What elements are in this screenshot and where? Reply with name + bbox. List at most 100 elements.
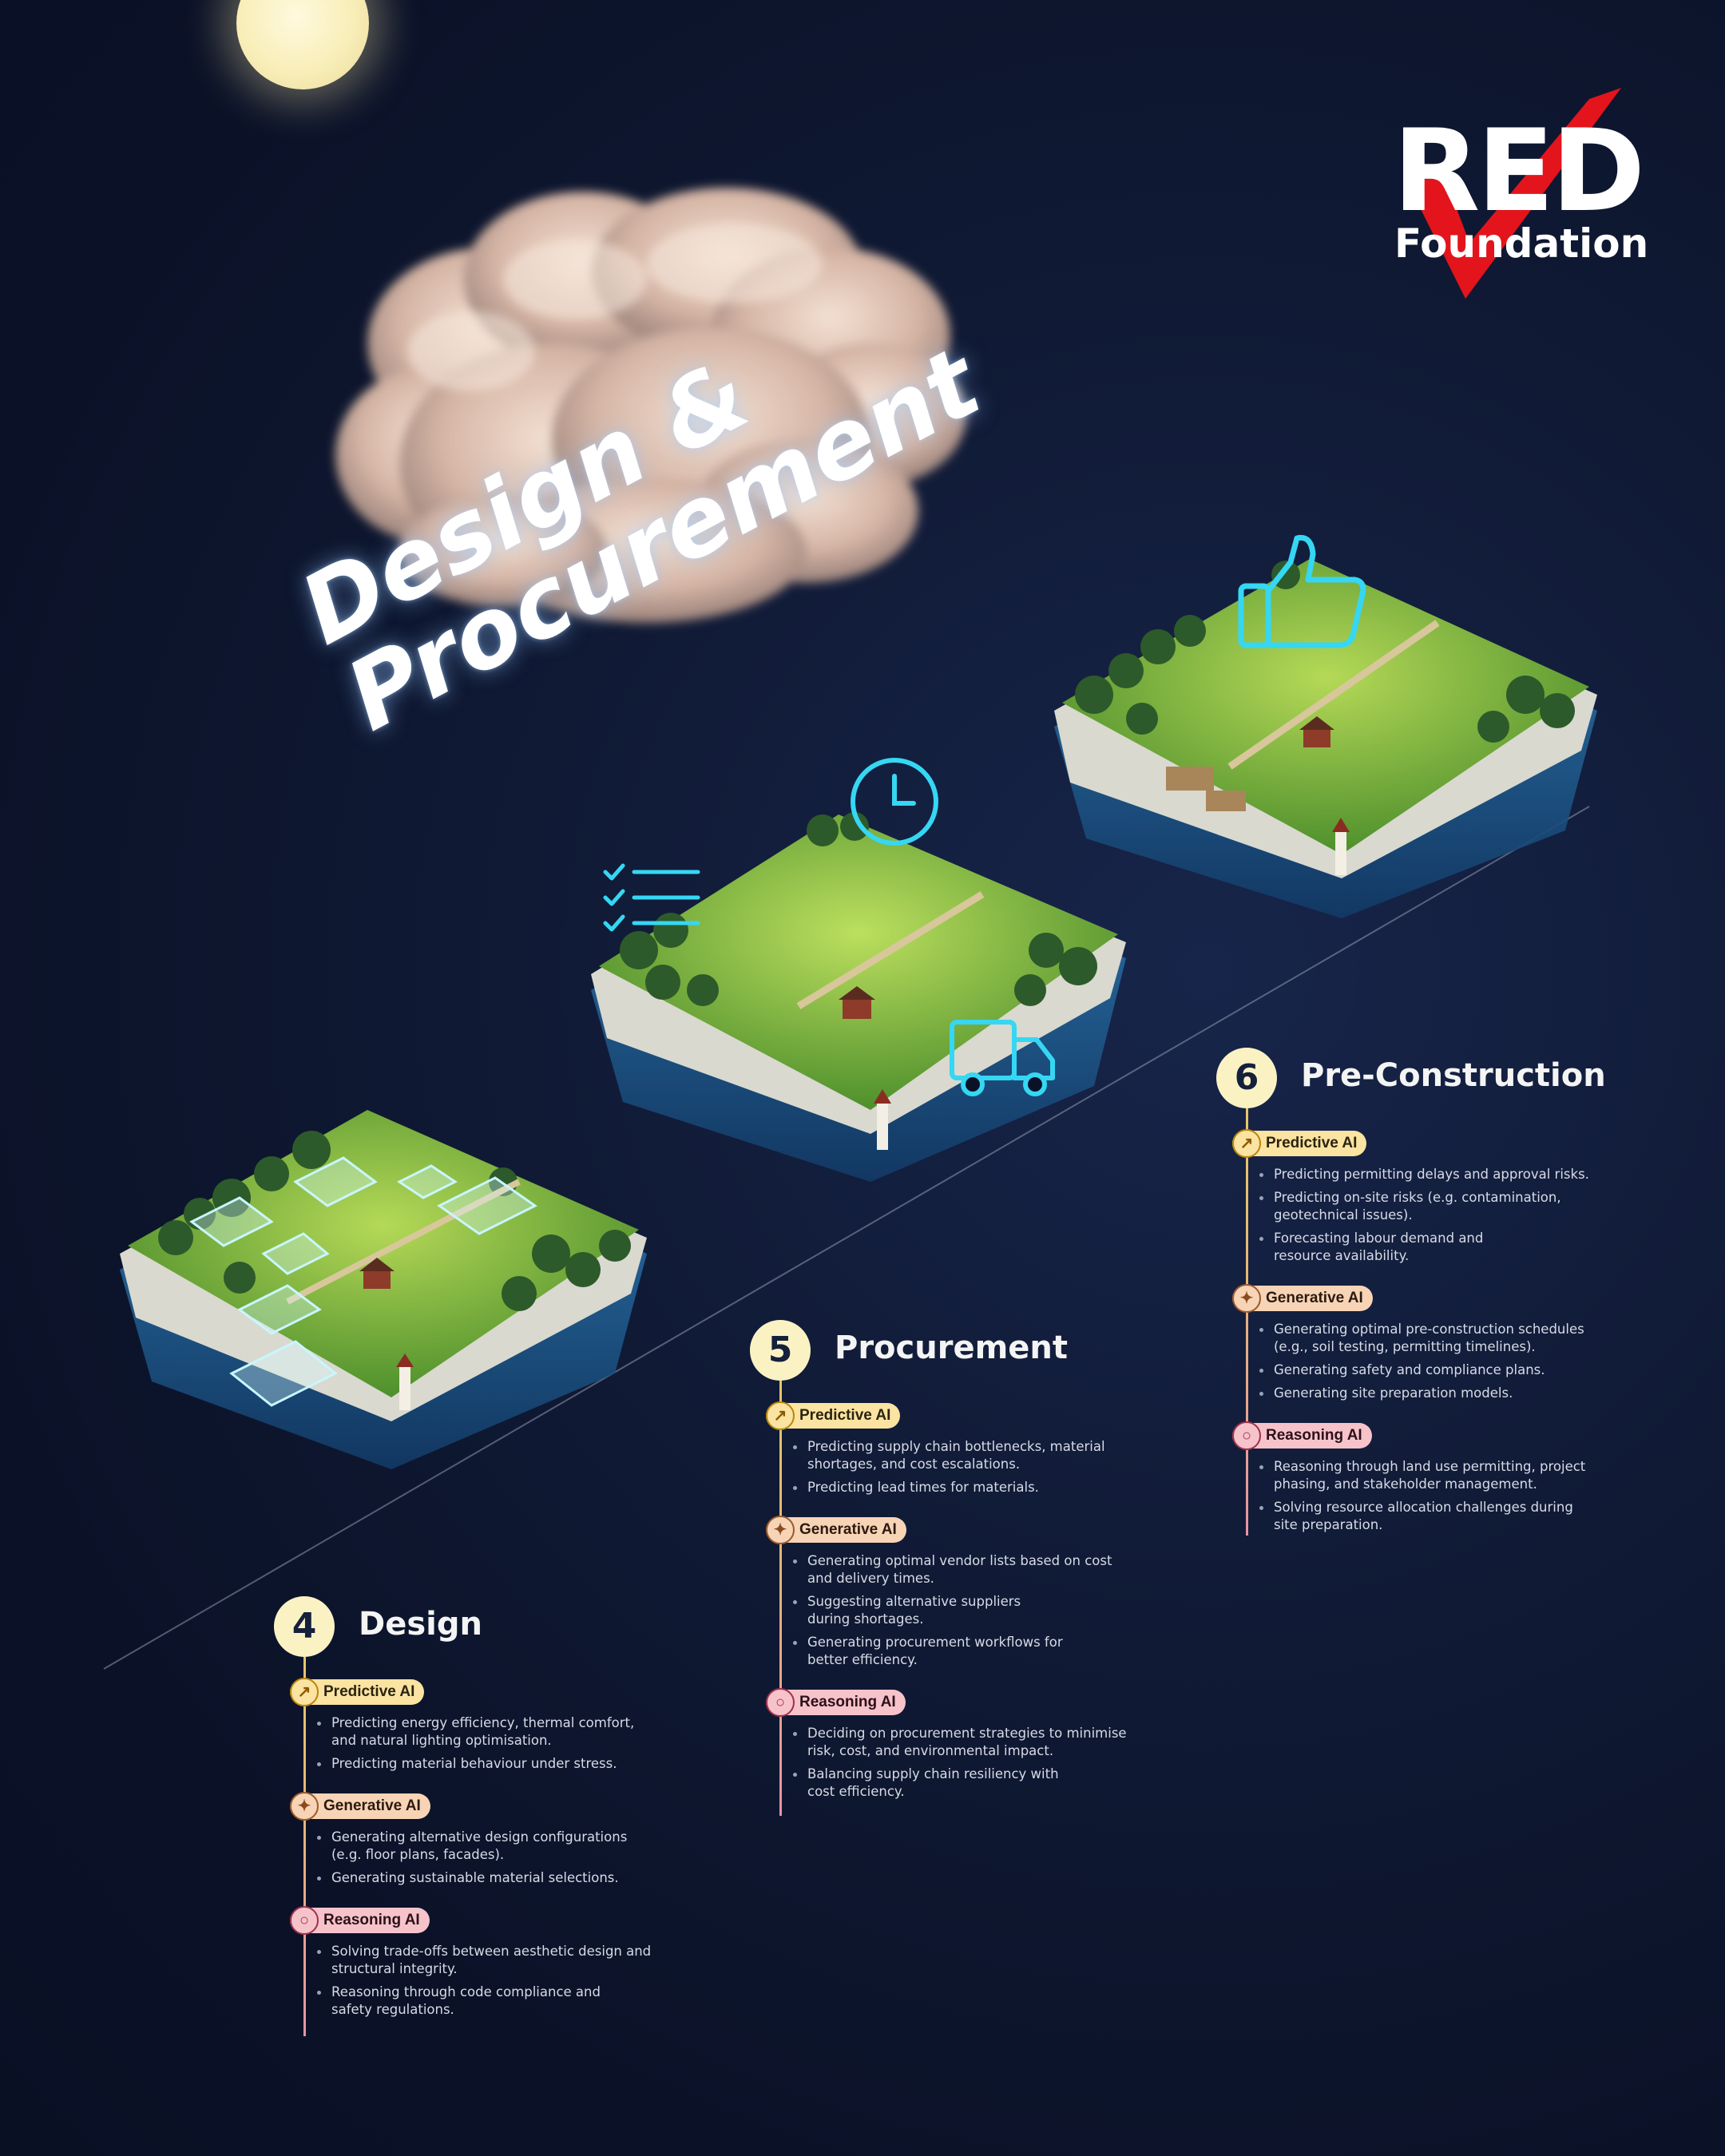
generative-ai-badge: ✦ Generative AI bbox=[1232, 1284, 1373, 1313]
bullet-item: Balancing supply chain resiliency with c… bbox=[793, 1766, 1149, 1801]
bullet-item: Generating safety and compliance plans. bbox=[1259, 1361, 1616, 1379]
predictive-ai-badge: ↗Predictive AI bbox=[290, 1678, 425, 1706]
bullet-list: Reasoning through land use permitting, p… bbox=[1232, 1458, 1616, 1534]
bullet-list: Generating optimal pre-construction sche… bbox=[1232, 1321, 1616, 1402]
logo-word-red: RED bbox=[1393, 105, 1645, 237]
bullet-item: Solving trade-offs between aesthetic des… bbox=[317, 1943, 673, 1978]
predictive-ai-block: ↗ Predictive AI Predicting permitting dela… bbox=[1232, 1129, 1616, 1265]
step-title: Procurement bbox=[835, 1330, 1068, 1366]
reasoning-ai-block: ○Reasoning AI Solving trade-offs between … bbox=[290, 1906, 673, 2019]
bullet-list: Generating alternative design configurat… bbox=[290, 1829, 673, 1887]
red-foundation-logo: RED Foundation bbox=[1390, 83, 1648, 307]
badge-row: ○Reasoning AI bbox=[766, 1688, 1149, 1718]
bullet-item: Predicting energy efficiency, thermal co… bbox=[317, 1714, 673, 1750]
step-5-procurement: 5 Procurement ↗Predictive AI Predicting s… bbox=[750, 1320, 1165, 1831]
lightbulb-icon: ○ bbox=[290, 1906, 319, 1935]
bullet-item: Suggesting alternative suppliers during … bbox=[793, 1593, 1149, 1628]
bullet-list: Predicting permitting delays and approva… bbox=[1232, 1166, 1616, 1265]
badge-row: ○Reasoning AI bbox=[290, 1906, 673, 1936]
trend-up-icon: ↗ bbox=[1232, 1129, 1261, 1158]
trend-up-icon: ↗ bbox=[290, 1678, 319, 1706]
sparkle-icon: ✦ bbox=[1232, 1284, 1261, 1313]
bullet-item: Predicting material behaviour under stre… bbox=[317, 1755, 673, 1773]
lightbulb-icon: ○ bbox=[1232, 1421, 1261, 1450]
clock-icon bbox=[851, 758, 938, 846]
ai-blocks: ↗Predictive AI Predicting energy efficien… bbox=[290, 1678, 673, 2039]
bullet-list: Predicting supply chain bottlenecks, mat… bbox=[766, 1438, 1149, 1496]
badge-label: Generative AI bbox=[1266, 1290, 1363, 1306]
bullet-item: Deciding on procurement strategies to mi… bbox=[793, 1725, 1149, 1760]
timeline-line bbox=[303, 1657, 306, 2036]
step-4-design: 4 Design ↗Predictive AI Predicting energy… bbox=[274, 1596, 689, 2043]
predictive-ai-badge: ↗Predictive AI bbox=[766, 1401, 901, 1430]
bullet-item: Reasoning through land use permitting, p… bbox=[1259, 1458, 1616, 1493]
island-procurement bbox=[591, 812, 1126, 1182]
badge-row: ↗Predictive AI bbox=[766, 1401, 1149, 1432]
step-number-badge: 6 bbox=[1216, 1048, 1277, 1108]
logo-word-foundation: Foundation bbox=[1394, 220, 1649, 267]
lightbulb-icon: ○ bbox=[766, 1688, 795, 1717]
sparkle-icon: ✦ bbox=[290, 1792, 319, 1821]
predictive-ai-badge: ↗ Predictive AI bbox=[1232, 1129, 1367, 1158]
step-number-badge: 4 bbox=[274, 1596, 335, 1657]
generative-ai-badge: ✦Generative AI bbox=[766, 1516, 906, 1544]
reasoning-ai-block: ○ Reasoning AI Reasoning through land use … bbox=[1232, 1421, 1616, 1534]
generative-ai-block: ✦Generative AI Generating alternative des… bbox=[290, 1792, 673, 1887]
step-number-badge: 5 bbox=[750, 1320, 811, 1381]
timeline-line bbox=[1246, 1108, 1248, 1536]
bullet-list: Deciding on procurement strategies to mi… bbox=[766, 1725, 1149, 1801]
badge-row: ✦Generative AI bbox=[766, 1516, 1149, 1546]
predictive-ai-block: ↗Predictive AI Predicting energy efficien… bbox=[290, 1678, 673, 1773]
delivery-truck-icon bbox=[950, 1020, 1055, 1096]
generative-ai-block: ✦ Generative AI Generating optimal pre-con… bbox=[1232, 1284, 1616, 1402]
predictive-ai-block: ↗Predictive AI Predicting supply chain bo… bbox=[766, 1401, 1149, 1496]
reasoning-ai-badge: ○ Reasoning AI bbox=[1232, 1421, 1372, 1450]
badge-label: Predictive AI bbox=[323, 1683, 415, 1700]
badge-row: ✦Generative AI bbox=[290, 1792, 673, 1822]
checklist-icon bbox=[603, 863, 700, 932]
step-6-pre-construction: 6 Pre-Construction ↗ Predictive AI Predict… bbox=[1216, 1048, 1664, 1559]
badge-row: ○ Reasoning AI bbox=[1232, 1421, 1616, 1452]
reasoning-ai-block: ○Reasoning AI Deciding on procurement str… bbox=[766, 1688, 1149, 1801]
generative-ai-block: ✦Generative AI Generating optimal vendor … bbox=[766, 1516, 1149, 1669]
ai-blocks: ↗ Predictive AI Predicting permitting dela… bbox=[1232, 1129, 1616, 1555]
badge-label: Reasoning AI bbox=[1266, 1427, 1362, 1444]
badge-label: Generative AI bbox=[799, 1521, 897, 1538]
badge-label: Predictive AI bbox=[799, 1407, 891, 1424]
bullet-item: Predicting lead times for materials. bbox=[793, 1479, 1149, 1496]
bullet-item: Reasoning through code compliance and sa… bbox=[317, 1984, 673, 2019]
badge-row: ↗Predictive AI bbox=[290, 1678, 673, 1708]
bullet-item: Predicting permitting delays and approva… bbox=[1259, 1166, 1616, 1183]
bullet-item: Generating procurement workflows for bet… bbox=[793, 1634, 1149, 1669]
bullet-list: Generating optimal vendor lists based on… bbox=[766, 1552, 1149, 1669]
badge-row: ✦ Generative AI bbox=[1232, 1284, 1616, 1314]
bullet-item: Solving resource allocation challenges d… bbox=[1259, 1499, 1616, 1534]
bullet-item: Predicting on-site risks (e.g. contamina… bbox=[1259, 1189, 1616, 1224]
step-title: Pre-Construction bbox=[1301, 1057, 1606, 1094]
ai-blocks: ↗Predictive AI Predicting supply chain bo… bbox=[766, 1401, 1149, 1821]
bullet-list: Predicting energy efficiency, thermal co… bbox=[290, 1714, 673, 1773]
bullet-item: Generating site preparation models. bbox=[1259, 1385, 1616, 1402]
bullet-item: Generating optimal vendor lists based on… bbox=[793, 1552, 1149, 1587]
sparkle-icon: ✦ bbox=[766, 1516, 795, 1544]
bullet-item: Forecasting labour demand and resource a… bbox=[1259, 1230, 1616, 1265]
badge-label: Reasoning AI bbox=[323, 1912, 420, 1928]
badge-label: Generative AI bbox=[323, 1797, 421, 1814]
badge-row: ↗ Predictive AI bbox=[1232, 1129, 1616, 1159]
timeline-line bbox=[779, 1381, 782, 1816]
bullet-item: Predicting supply chain bottlenecks, mat… bbox=[793, 1438, 1149, 1473]
red-checkmark-icon bbox=[1406, 88, 1621, 299]
bullet-list: Solving trade-offs between aesthetic des… bbox=[290, 1943, 673, 2019]
thumbs-up-icon bbox=[1238, 534, 1366, 648]
island-design bbox=[120, 1110, 647, 1469]
bullet-item: Generating sustainable material selectio… bbox=[317, 1869, 673, 1887]
reasoning-ai-badge: ○Reasoning AI bbox=[290, 1906, 430, 1935]
step-title: Design bbox=[359, 1606, 482, 1643]
island-pre-construction bbox=[1054, 559, 1597, 918]
reasoning-ai-badge: ○Reasoning AI bbox=[766, 1688, 906, 1717]
cloud-illustration bbox=[335, 188, 966, 623]
badge-label: Predictive AI bbox=[1266, 1135, 1358, 1151]
generative-ai-badge: ✦Generative AI bbox=[290, 1792, 430, 1821]
